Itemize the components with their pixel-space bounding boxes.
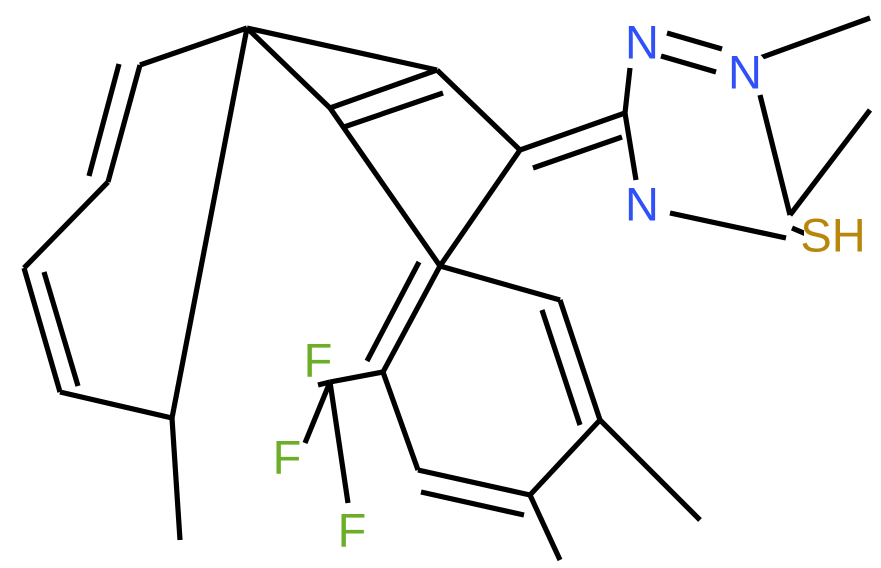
substituent-bonds: [169, 15, 873, 562]
halo-n2: [722, 49, 768, 95]
halo-n4: [619, 181, 665, 227]
bond-c3-s: [790, 225, 808, 237]
atom-label-n2: N: [728, 46, 762, 99]
atom-label-n4: N: [625, 178, 659, 231]
bond-c-f2: [302, 381, 333, 444]
bond-c5-n1: [622, 67, 633, 114]
bond-c-f3: [327, 381, 351, 504]
bond-n4-c5: [622, 112, 639, 181]
bond-ph-c-d: [22, 180, 110, 270]
atom-label-f2: F: [273, 431, 302, 484]
cf3-aryl-ring: [302, 260, 603, 518]
halo-sh: [804, 212, 866, 258]
bond-ph-e-f: [59, 389, 173, 421]
bond-ar1-c1-c2: [519, 110, 626, 153]
bond-ph-d-e: [21, 267, 63, 393]
bond-ar2-d-e: [528, 418, 602, 497]
atom-label-group: N N N SH F F F: [267, 16, 866, 557]
bond-ph-b-c: [105, 64, 143, 183]
bond-n2-methyl: [759, 15, 871, 61]
bond-phenyl-lower-tail: [169, 417, 183, 541]
bond-ar2-b-c: [380, 371, 421, 471]
bond-ar2-e-f-inner: [539, 309, 583, 426]
bond-ar2-c-d-inner: [420, 489, 525, 518]
bond-c3-side: [787, 108, 873, 217]
bond-right-lower-tail: [598, 418, 702, 522]
bond-ar1-c4-c5: [245, 26, 332, 110]
atom-label-n1: N: [625, 16, 659, 69]
bond-lower-tail: [527, 493, 563, 562]
bond-ar2-f-a: [439, 263, 561, 303]
left-phenyl-ring: [21, 25, 250, 421]
bond-ar2-a-b: [380, 264, 443, 374]
bond-ar1-c3-c4: [329, 67, 438, 111]
bond-ar1-c6-c4: [327, 106, 443, 268]
bond-phenyl-to-central: [246, 25, 438, 73]
halo-f2: [267, 437, 307, 477]
bond-ph-a-b: [139, 25, 248, 68]
bond-ar2-a-b-inner: [364, 260, 422, 363]
bond-n1-n2-inner: [660, 53, 717, 75]
halo-n1: [619, 19, 665, 65]
halo-f3: [332, 510, 372, 550]
atom-label-f1: F: [304, 334, 333, 387]
bond-c3-n4: [669, 210, 787, 241]
bond-ar1-c3-c4-inner: [343, 90, 444, 130]
bond-n1-n2-outer: [666, 30, 723, 52]
bond-ph-d-e-inner: [41, 271, 81, 387]
bond-n2-c3: [757, 94, 793, 216]
atom-label-f3: F: [338, 504, 367, 557]
bond-ph-f-a: [169, 27, 250, 419]
atom-label-sh: SH: [800, 209, 865, 262]
bond-ar2-c-d: [417, 467, 531, 498]
halo-f1: [298, 340, 338, 380]
bond-ar1-c1-c2-inner: [532, 134, 623, 171]
bond-cf3-c-to-ring: [329, 369, 384, 385]
bond-ph-b-c-inner: [86, 63, 122, 177]
bond-ar2-e-f: [557, 299, 603, 421]
central-benzene-ring: [245, 26, 626, 268]
bond-ar1-c2-c6: [437, 148, 523, 268]
bond-ar1-c2-c3: [435, 68, 522, 152]
triazole-ring: [622, 30, 808, 241]
